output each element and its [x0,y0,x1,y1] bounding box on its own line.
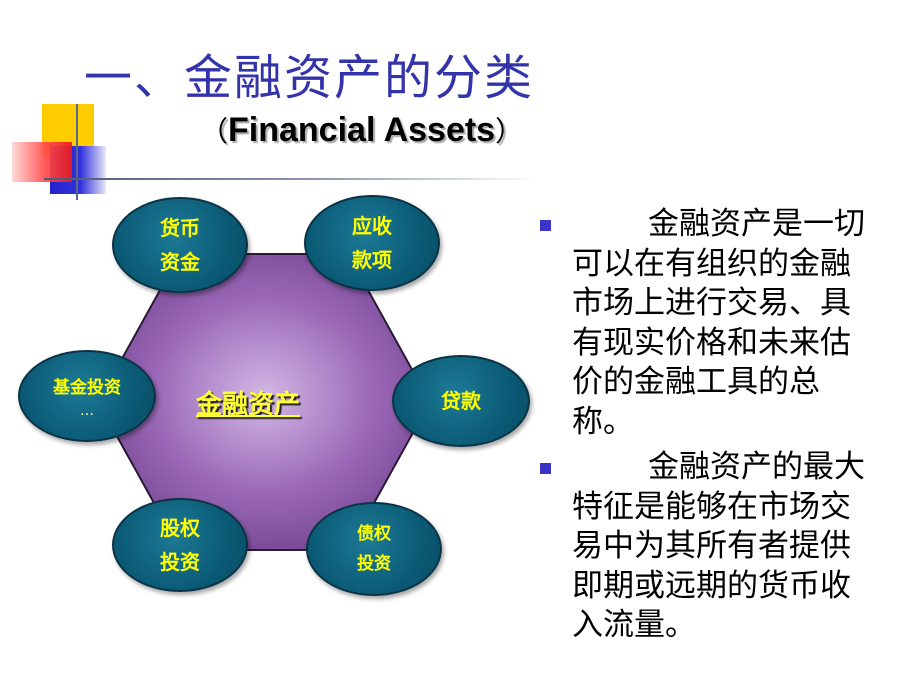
node-equity-label: 股权 投资 [160,516,200,574]
bullet-text: 金融资产的最大特征是能够在市场交易中为其所有者提供即期或远期的货币收入流量。 [572,449,865,643]
node-fund-ellipsis: … [80,403,94,419]
bullet-item: 金融资产的最大特征是能够在市场交易中为其所有者提供即期或远期的货币收入流量。 [538,448,878,646]
node-loan-label: 贷款 [441,389,481,413]
node-fund-text: 基金投资 [53,378,121,398]
node-equity-investment: 股权 投资 [112,498,248,592]
bullet-square-icon [540,220,551,231]
node-fund-label: 基金投资 … [53,373,121,419]
decor-horizontal-line [44,178,540,180]
subtitle-open-paren: （ [200,115,229,148]
slide-subtitle: （Financial Assets） [200,110,523,150]
subtitle-close-paren: ） [495,115,524,148]
bullet-square-icon [540,463,551,474]
bullet-list: 金融资产是一切可以在有组织的金融市场上进行交易、具有现实价格和未来估价的金融工具… [538,205,878,652]
node-cash: 货币 资金 [112,197,248,293]
bullet-item: 金融资产是一切可以在有组织的金融市场上进行交易、具有现实价格和未来估价的金融工具… [538,205,878,442]
subtitle-text: Financial Assets [228,111,496,149]
bullet-text: 金融资产是一切可以在有组织的金融市场上进行交易、具有现实价格和未来估价的金融工具… [572,206,865,440]
node-receivable-label: 应收 款项 [352,214,392,272]
node-loan: 贷款 [392,355,530,447]
node-debt-label: 债权 投资 [357,524,391,574]
node-debt-investment: 债权 投资 [306,502,442,596]
decor-vertical-line [76,104,78,200]
node-receivable: 应收 款项 [304,195,440,291]
node-cash-label: 货币 资金 [160,216,200,274]
center-label: 金融资产 [196,390,301,420]
slide-title: 一、金融资产的分类 [84,50,535,106]
node-fund-investment: 基金投资 … [18,350,156,442]
decor-red-square [12,142,72,182]
